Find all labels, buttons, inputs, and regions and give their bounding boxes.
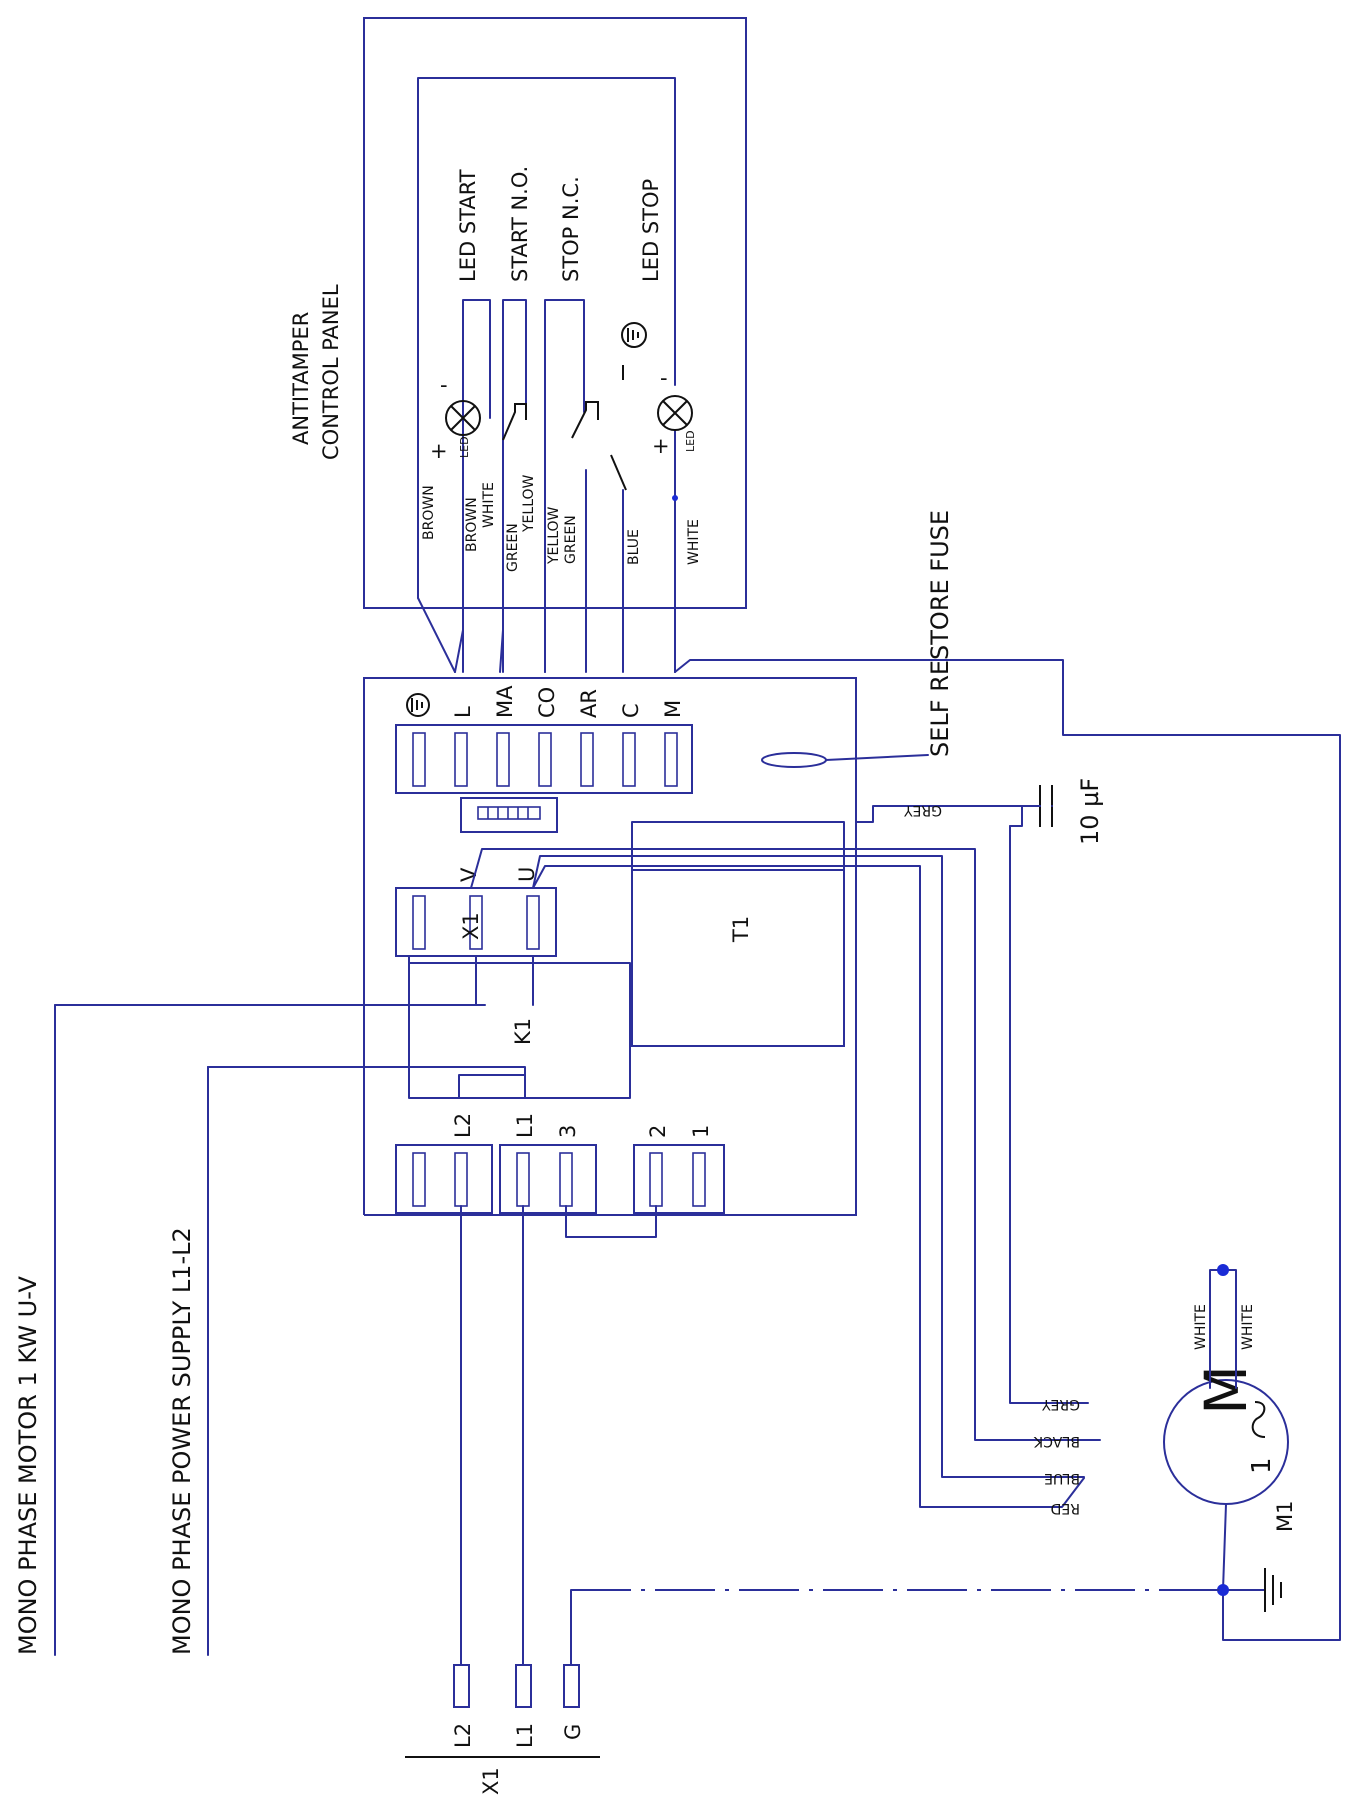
jumper-3-to-2	[565, 1205, 657, 1238]
led-stop-plus: +	[652, 434, 670, 458]
panel-inner-loop	[417, 77, 676, 599]
motor-terminal-v: V	[457, 867, 481, 882]
supply-label-l2: L2	[451, 1723, 475, 1748]
wire-blue: BLUE	[626, 529, 642, 565]
wire-brown: BROWN	[464, 497, 480, 552]
control-panel-frame	[363, 17, 747, 609]
relay-label: K1	[511, 1018, 535, 1045]
wire-green: GREEN	[505, 523, 521, 572]
top-terminal-l: L	[451, 706, 475, 718]
motor-ac-wave	[1251, 1401, 1266, 1438]
transformer-label: T1	[729, 916, 753, 943]
supply-terminal-strip-c	[633, 1144, 725, 1214]
supply-terminal-l1	[515, 1664, 532, 1708]
wire-blue-motor: BLUE	[1044, 1470, 1080, 1486]
motor-symbol-m: M	[1192, 1365, 1260, 1415]
top-terminal-ma: MA	[493, 685, 517, 718]
wire-brown-outer: BROWN	[421, 485, 437, 540]
supply-terminals	[453, 1664, 580, 1708]
supply-label-g: G	[561, 1724, 585, 1740]
supply-terminal-g	[563, 1664, 580, 1708]
transformer-t1	[631, 869, 845, 1047]
led-start-label: LED START	[456, 169, 480, 282]
control-board-frame	[363, 677, 857, 1216]
wire-grey: GREY	[1042, 1396, 1080, 1412]
stop-nc-label: STOP N.C.	[559, 176, 583, 282]
capacitor-label: 10 µF	[1076, 778, 1104, 845]
wire-grey-capacitor: GREY	[904, 802, 942, 818]
title-lines	[54, 1004, 521, 1656]
led-start-plus: +	[430, 439, 448, 463]
led-start-lamp	[445, 400, 481, 436]
supply-terminal-l2	[453, 1664, 470, 1708]
ribbon-connector	[460, 797, 558, 833]
supply-terminal-strip-b	[499, 1144, 597, 1214]
wire-white-1: WHITE	[481, 482, 497, 528]
panel-title-line1: ANTITAMPER	[289, 312, 313, 445]
supply-title: MONO PHASE POWER SUPPLY L1-L2	[168, 1227, 196, 1655]
motor-name: M1	[1273, 1501, 1297, 1532]
wire-black: BLACK	[1033, 1433, 1080, 1449]
wire-yellow: YELLOW	[521, 474, 537, 533]
wire-white-a: WHITE	[1193, 1304, 1209, 1350]
relay-k1	[61, 955, 631, 1099]
led-stop-minus: -	[660, 366, 668, 390]
bottom-terminal-1: 1	[689, 1125, 713, 1138]
panel-to-board-wires	[417, 597, 1341, 1641]
led-stop-lamp	[657, 395, 693, 431]
panel-components	[445, 299, 693, 673]
wire-yellow-2: YELLOW	[546, 506, 562, 565]
board-ground-symbol	[406, 693, 430, 717]
top-terminal-co: CO	[535, 687, 559, 718]
supply-label-l1: L1	[513, 1723, 537, 1748]
wire-white-b: WHITE	[1240, 1304, 1256, 1350]
top-terminal-strip	[395, 724, 693, 794]
bottom-terminal-l1: L1	[513, 1113, 537, 1138]
led-start-tag: LED	[458, 436, 471, 458]
start-no-switch	[502, 403, 527, 441]
self-restore-fuse	[761, 752, 827, 768]
fuse-label: SELF RESTORE FUSE	[926, 510, 954, 757]
led-stop-label: LED STOP	[639, 179, 663, 282]
motor-wires	[470, 805, 1101, 1508]
led-stop-tag: LED	[684, 430, 697, 452]
stop-nc-switch	[571, 401, 599, 439]
bottom-terminal-l2: L2	[451, 1113, 475, 1138]
blue-switch	[610, 454, 627, 491]
motor-title: MONO PHASE MOTOR 1 KW U-V	[14, 1276, 42, 1655]
ground-node	[1217, 1584, 1229, 1596]
motor-symbol-phase: 1	[1247, 1457, 1277, 1474]
start-no-label: START N.O.	[508, 166, 532, 282]
panel-title-line2: CONTROL PANEL	[319, 284, 343, 460]
wire-red: RED	[1051, 1500, 1080, 1516]
motor-ground-symbol	[1264, 1568, 1282, 1612]
motor-top-node	[1217, 1264, 1229, 1276]
top-terminal-m: M	[661, 700, 685, 718]
led-start-minus: -	[440, 373, 448, 397]
motor-terminal-u: U	[515, 867, 539, 882]
top-terminal-slots	[412, 732, 678, 787]
panel-ground-symbol	[621, 322, 647, 348]
top-terminal-c: C	[619, 703, 643, 718]
bottom-terminal-2: 2	[646, 1125, 670, 1138]
supply-terminal-strip-a	[395, 1144, 493, 1214]
supply-block-x1: X1	[479, 1767, 503, 1795]
top-terminal-ar: AR	[577, 689, 601, 718]
wire-white-2: WHITE	[686, 519, 702, 565]
bottom-terminal-3: 3	[556, 1125, 580, 1138]
wire-green-2: GREEN	[563, 515, 579, 564]
motor-terminal-x1: X1	[459, 912, 483, 940]
bottom-terminal-slots	[412, 1152, 706, 1207]
